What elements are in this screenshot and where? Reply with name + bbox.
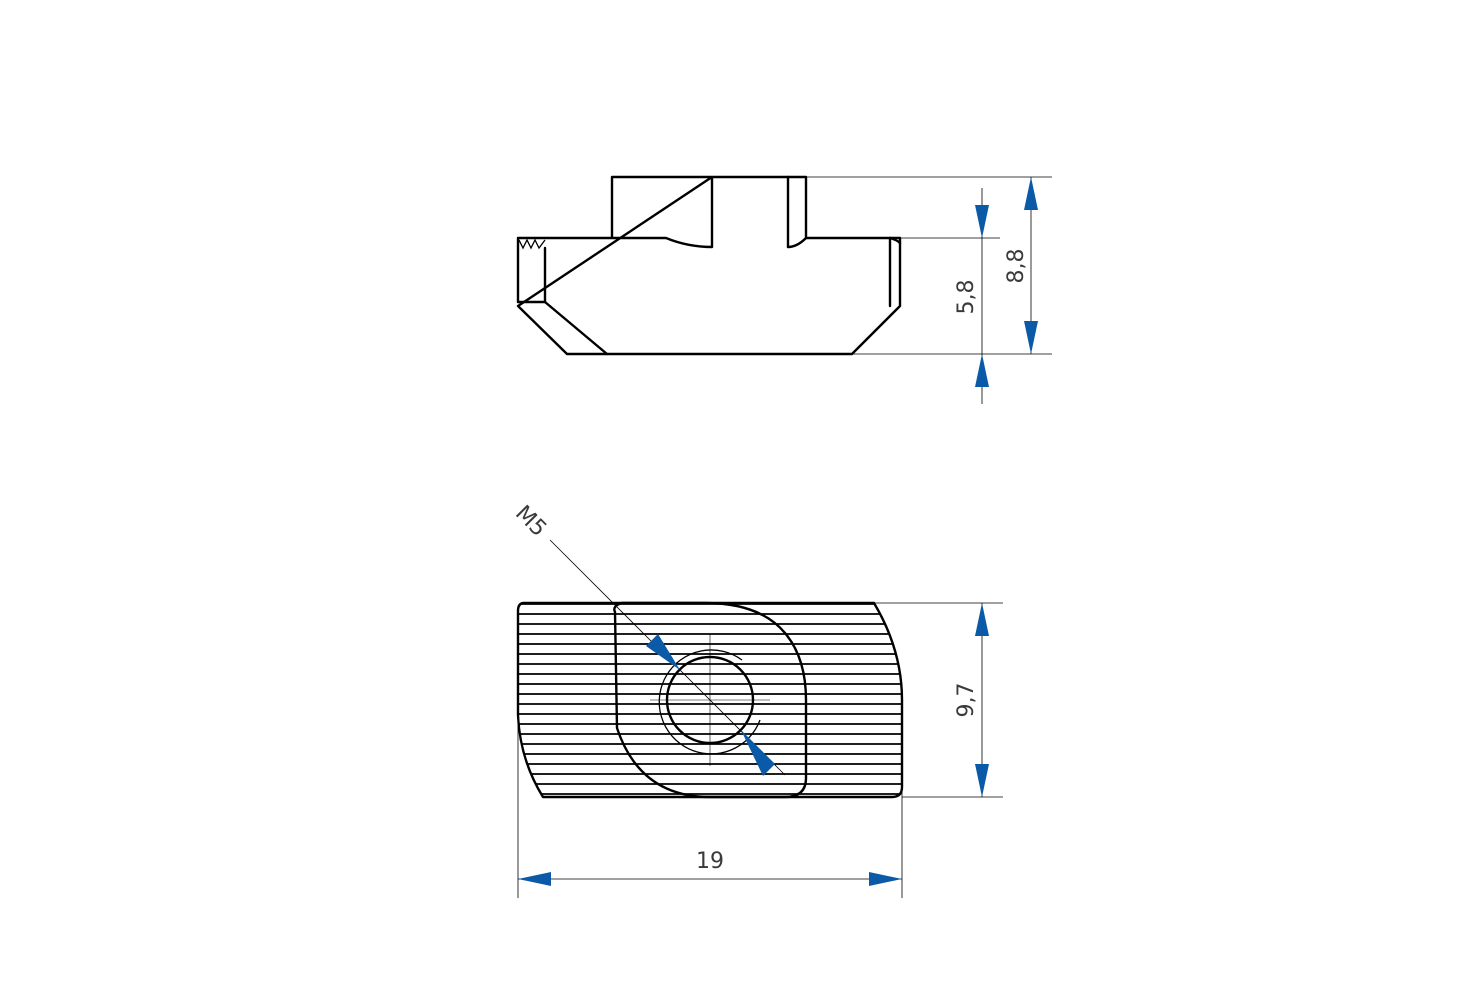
body-right-top-corner [888,236,902,245]
bevel-inner-line [543,300,609,356]
serration-teeth [518,238,546,250]
dim-text-width: 9,7 [954,683,979,718]
dim-arrow-width-top [975,603,989,636]
collar-right-fillet [786,236,808,249]
dim-text-total-height: 8,8 [1004,249,1029,284]
dim-arrow-total-height-bottom [1024,321,1038,354]
thread-arrow-lower [741,730,775,776]
thread-arrow-upper [646,634,680,670]
thread-outer-arc [658,649,761,755]
dim-arrow-length-right [869,872,902,886]
top-view-outline [516,601,904,799]
dim-text-inner-height: 5,8 [954,280,979,315]
dim-arrow-inner-height-bottom [975,354,989,387]
side-view-outline [516,175,902,356]
side-view: 5,8 8,8 [516,175,1052,404]
dim-arrow-inner-height-top [975,205,989,238]
dim-text-length: 19 [696,849,724,874]
collar-outline [613,601,808,799]
dim-arrow-width-bottom [975,764,989,797]
top-view: M5 9,7 19 [510,501,1003,898]
dim-arrow-length-left [518,872,551,886]
dim-arrow-total-height-top [1024,177,1038,210]
dim-text-thread: M5 [510,501,551,542]
